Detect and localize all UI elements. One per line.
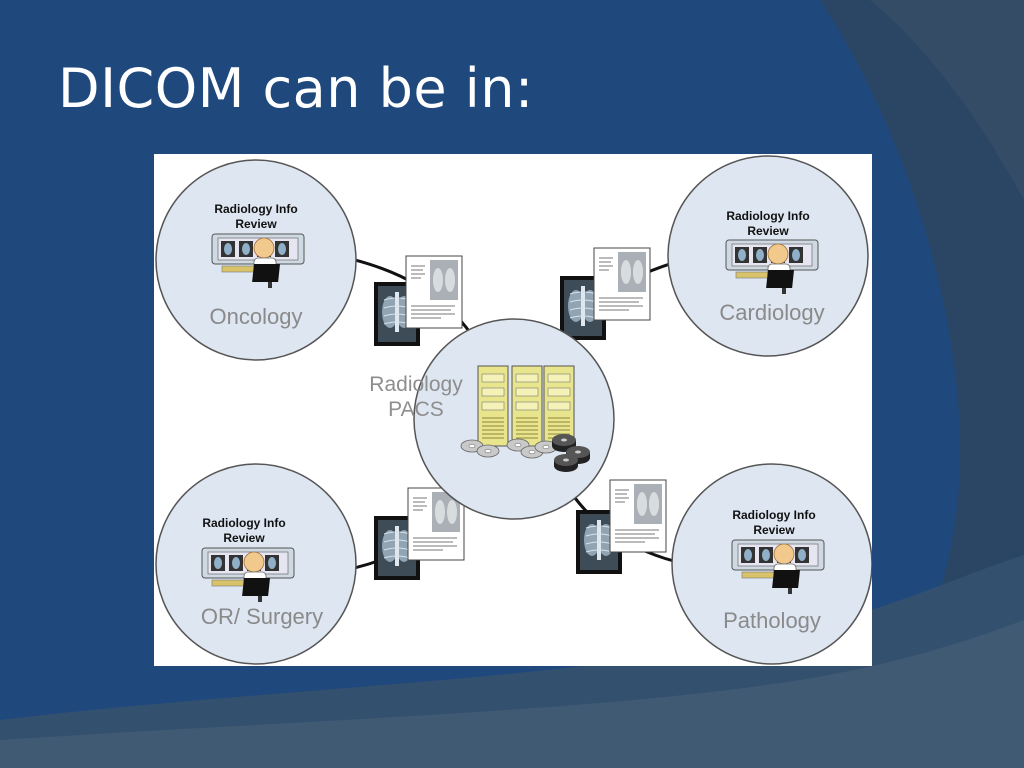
node-label-surgery: OR/ Surgery bbox=[201, 604, 323, 629]
center-label-line2: PACS bbox=[388, 398, 444, 421]
panel-label-line2: Review bbox=[223, 531, 265, 545]
node-label-cardiology: Cardiology bbox=[719, 300, 824, 325]
panel-label-line2: Review bbox=[753, 523, 795, 537]
slide-title: DICOM can be in: bbox=[58, 57, 534, 120]
report-document-icon bbox=[593, 247, 651, 321]
report-document-icon bbox=[405, 255, 463, 329]
panel-label-line1: Radiology Info bbox=[202, 516, 285, 530]
panel-label-line1: Radiology Info bbox=[732, 508, 815, 522]
diagram-canvas: Radiology Info Review Oncology Radiology… bbox=[155, 155, 872, 665]
panel-label-line1: Radiology Info bbox=[726, 209, 809, 223]
panel-label-line2: Review bbox=[235, 217, 277, 231]
dicom-diagram: Radiology Info Review Oncology Radiology… bbox=[154, 154, 872, 666]
node-cardiology: Radiology Info Review Cardiology bbox=[667, 155, 869, 357]
panel-label-line1: Radiology Info bbox=[214, 202, 297, 216]
node-pathology: Radiology Info Review Pathology bbox=[671, 463, 872, 665]
node-surgery: Radiology Info Review OR/ Surgery bbox=[155, 463, 357, 665]
panel-label-line2: Review bbox=[747, 224, 789, 238]
report-document-icon bbox=[609, 479, 667, 553]
node-label-pathology: Pathology bbox=[723, 608, 821, 633]
node-radiology-pacs: Radiology PACS bbox=[369, 318, 615, 520]
node-label-oncology: Oncology bbox=[210, 304, 303, 329]
center-label-line1: Radiology bbox=[369, 373, 463, 396]
server-rack-icon bbox=[477, 365, 575, 447]
node-oncology: Radiology Info Review Oncology bbox=[155, 159, 357, 361]
